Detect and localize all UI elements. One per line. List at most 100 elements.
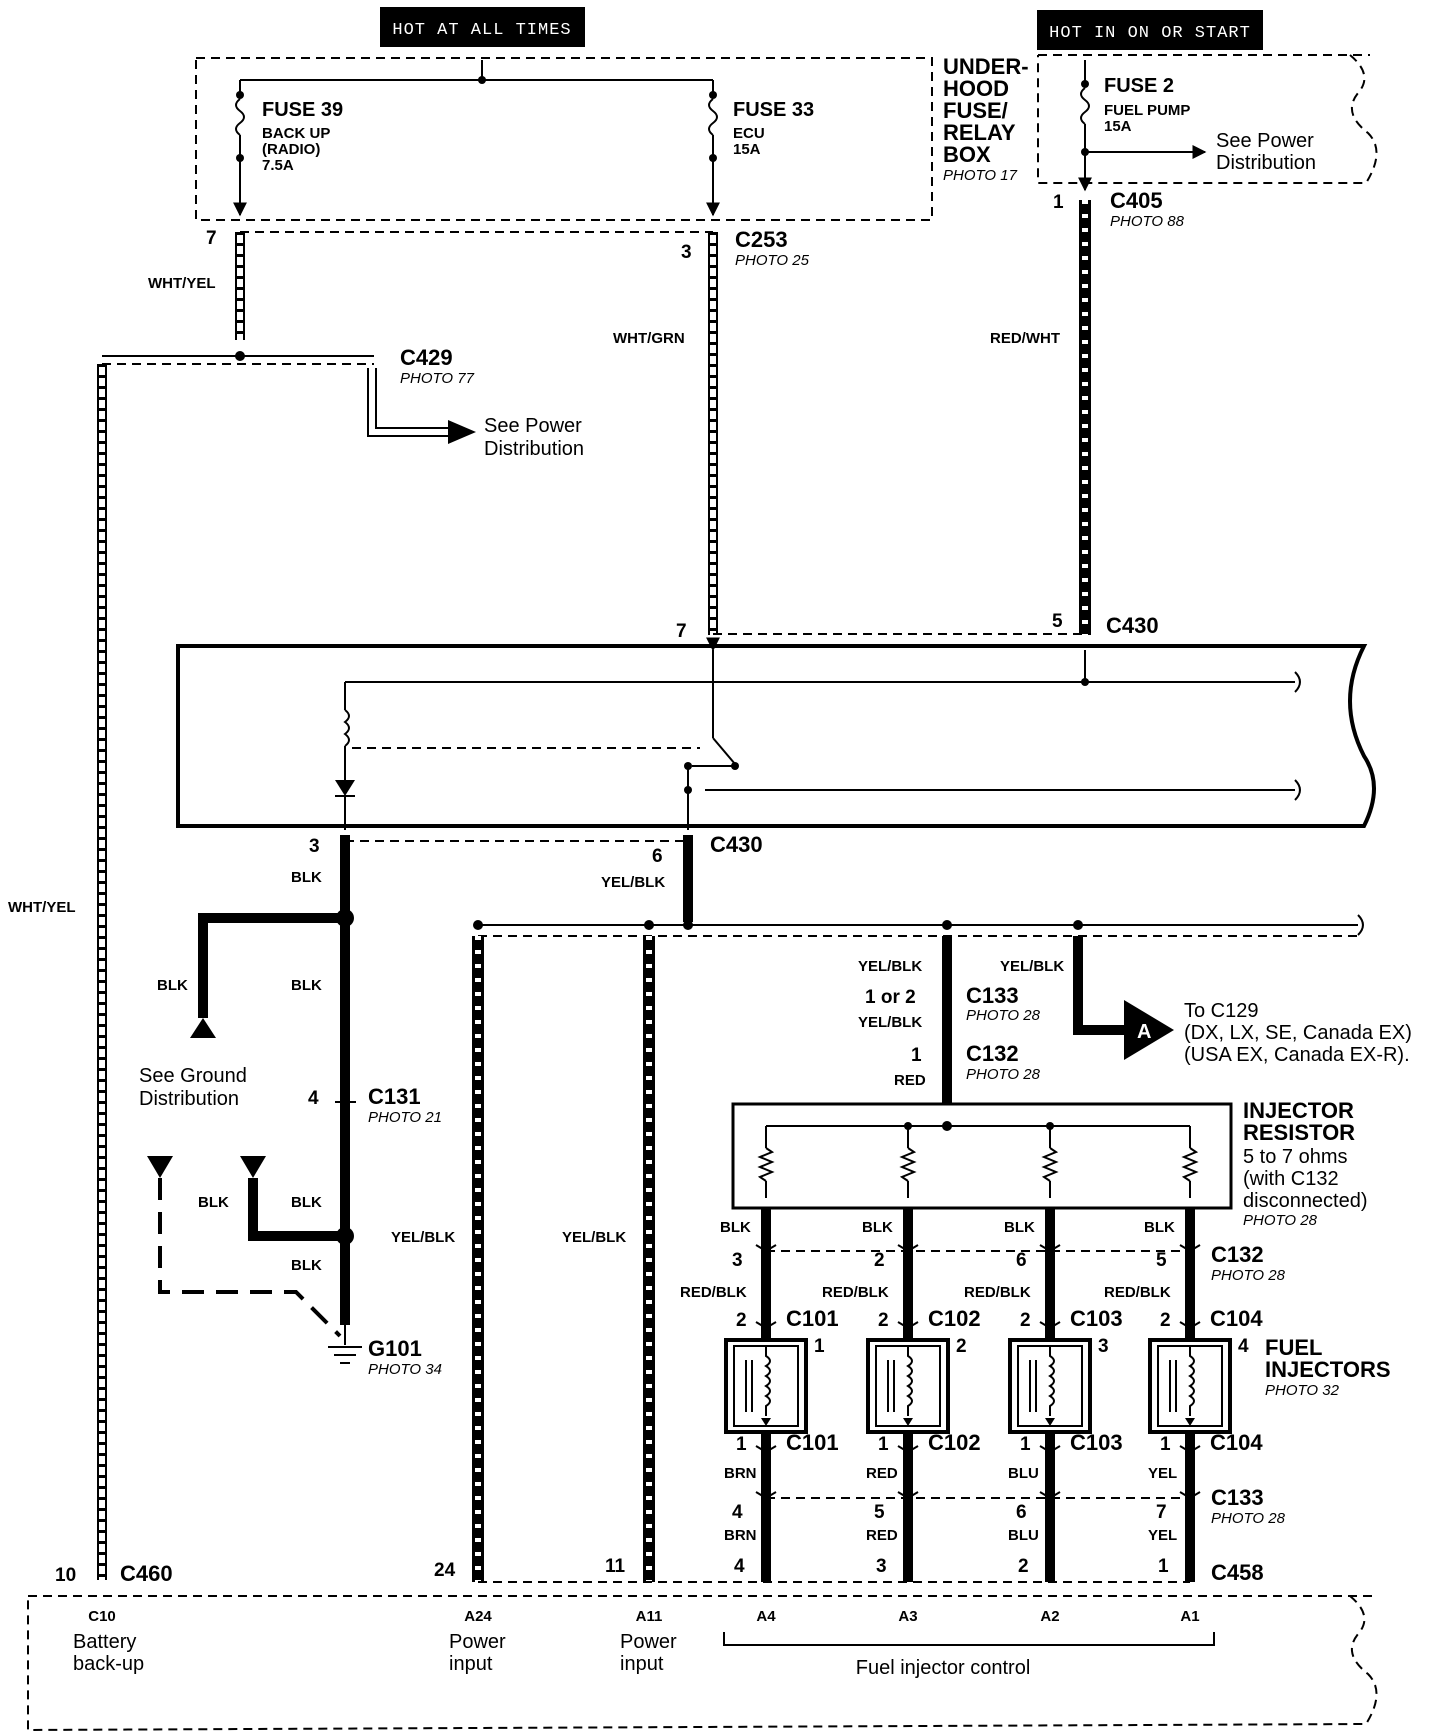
svg-text:See Power: See Power [1216, 130, 1314, 152]
connector-mark [755, 1321, 777, 1330]
wire-label-red: RED [866, 1527, 898, 1544]
svg-text:BLK: BLK [291, 869, 322, 886]
svg-text:7: 7 [206, 228, 217, 249]
resistor-2 [899, 1147, 917, 1182]
wire-label-brn: BRN [724, 1465, 757, 1482]
svg-text:input: input [620, 1653, 664, 1675]
resistor-3 [1041, 1147, 1059, 1182]
pin-label: 2 [1160, 1310, 1171, 1331]
svg-text:(RADIO): (RADIO) [262, 141, 320, 158]
wire-label-blk: BLK [1144, 1219, 1175, 1236]
svg-text:input: input [449, 1653, 493, 1675]
pin-label: 1 [736, 1434, 747, 1455]
svg-text:WHT/YEL: WHT/YEL [8, 899, 76, 916]
header-hot-at-all-times: HOT AT ALL TIMES [380, 7, 585, 47]
svg-text:Fuel injector control: Fuel injector control [856, 1657, 1031, 1679]
solenoid-coil [1048, 1346, 1055, 1416]
svg-text:A4: A4 [756, 1608, 776, 1625]
svg-text:3: 3 [309, 836, 320, 857]
fuse-33: FUSE 33 ECU 15A [706, 80, 814, 217]
svg-text:RELAY: RELAY [943, 120, 1016, 145]
svg-text:UNDER-: UNDER- [943, 54, 1029, 79]
relay-internal-circuit [335, 637, 1301, 830]
svg-text:24: 24 [434, 1560, 456, 1581]
svg-text:6: 6 [652, 846, 663, 867]
svg-text:Power: Power [620, 1631, 677, 1653]
svg-text:4: 4 [308, 1088, 319, 1109]
connector-label-c102: C102 [928, 1430, 981, 1455]
svg-text:BACK UP: BACK UP [262, 125, 330, 142]
pin-label: 4 [732, 1502, 743, 1523]
wire-label-red-blk: RED/BLK [680, 1284, 747, 1301]
svg-text:A2: A2 [1040, 1608, 1059, 1625]
svg-text:C405: C405 [1110, 188, 1163, 213]
pin-label: 1 [1158, 1556, 1169, 1577]
svg-text:To C129: To C129 [1184, 1000, 1259, 1022]
connector-label-c103: C103 [1070, 1430, 1123, 1455]
svg-text:PHOTO 28: PHOTO 28 [1211, 1267, 1286, 1284]
wire-label-blu: BLU [1008, 1527, 1039, 1544]
svg-text:Distribution: Distribution [1216, 152, 1316, 174]
pin-label: 6 [1016, 1502, 1027, 1523]
svg-text:FUSE 33: FUSE 33 [733, 99, 814, 121]
pin-label: 2 [1018, 1556, 1029, 1577]
pin-label: 1 [1020, 1434, 1031, 1455]
pin-label: 1 [1160, 1434, 1171, 1455]
svg-text:PHOTO 28: PHOTO 28 [966, 1007, 1041, 1024]
svg-text:PHOTO 28: PHOTO 28 [1211, 1510, 1286, 1527]
coil-arrow [903, 1418, 913, 1426]
fuse-2: FUSE 2 FUEL PUMP 15A See Power Distribut… [1078, 60, 1316, 192]
svg-text:PHOTO 32: PHOTO 32 [1265, 1382, 1340, 1399]
svg-text:INJECTOR: INJECTOR [1243, 1098, 1354, 1123]
wire-label-red-blk: RED/BLK [1104, 1284, 1171, 1301]
svg-text:FUSE 2: FUSE 2 [1104, 75, 1174, 97]
connector-label-c104: C104 [1210, 1306, 1263, 1331]
svg-text:BLK: BLK [291, 1194, 322, 1211]
injector-resistor-elements [757, 1126, 1199, 1198]
svg-text:YEL/BLK: YEL/BLK [562, 1229, 626, 1246]
connector-mark [1039, 1445, 1061, 1454]
pin-label: 2 [878, 1310, 889, 1331]
svg-text:C430: C430 [1106, 613, 1159, 638]
svg-text:YEL/BLK: YEL/BLK [391, 1229, 455, 1246]
svg-text:PHOTO 77: PHOTO 77 [400, 370, 475, 387]
svg-text:A11: A11 [636, 1608, 663, 1625]
coil-arrow [761, 1418, 771, 1426]
svg-text:PHOTO 25: PHOTO 25 [735, 252, 810, 269]
wire-label-brn: BRN [724, 1527, 757, 1544]
svg-text:A24: A24 [464, 1608, 492, 1625]
resistor-1 [757, 1147, 775, 1182]
svg-text:PHOTO 88: PHOTO 88 [1110, 213, 1185, 230]
pin-label: 7 [1156, 1502, 1167, 1523]
svg-text:C10: C10 [88, 1608, 116, 1625]
svg-text:BLK: BLK [291, 977, 322, 994]
pin-label: 3 [732, 1250, 743, 1271]
svg-text:Distribution: Distribution [139, 1088, 239, 1110]
svg-text:PHOTO 28: PHOTO 28 [966, 1066, 1041, 1083]
svg-text:5: 5 [1052, 611, 1063, 632]
svg-text:1: 1 [911, 1045, 922, 1066]
svg-text:HOOD: HOOD [943, 76, 1009, 101]
connector-mark [897, 1445, 919, 1454]
svg-text:FUSE 39: FUSE 39 [262, 99, 343, 121]
underhood-fuse-box-label: UNDER- HOOD FUSE/ RELAY BOX PHOTO 17 [943, 54, 1029, 184]
svg-text:PHOTO 34: PHOTO 34 [368, 1361, 442, 1378]
svg-text:WHT/GRN: WHT/GRN [613, 330, 685, 347]
svg-text:YEL/BLK: YEL/BLK [1000, 958, 1064, 975]
svg-text:3: 3 [681, 242, 692, 263]
ecu-terminals: C10 A24 A11 A4 A3 A2 A1 [88, 1608, 1199, 1625]
fuel-injector-1 [724, 1338, 808, 1434]
wire-label-red-blk: RED/BLK [964, 1284, 1031, 1301]
svg-text:7: 7 [676, 621, 687, 642]
main-relay-box [176, 644, 1376, 828]
injector-resistor-label: INJECTOR RESISTOR 5 to 7 ohms (with C132… [1243, 1098, 1368, 1229]
wire-label-yel: YEL [1148, 1465, 1177, 1482]
fuel-injector-3 [1008, 1338, 1092, 1434]
svg-text:(with C132: (with C132 [1243, 1168, 1339, 1190]
fuse-2-box-outline [1037, 54, 1378, 184]
svg-text:YEL/BLK: YEL/BLK [601, 874, 665, 891]
svg-text:RED: RED [894, 1072, 926, 1089]
svg-text:PHOTO 17: PHOTO 17 [943, 167, 1018, 184]
svg-text:BLK: BLK [291, 1257, 322, 1274]
